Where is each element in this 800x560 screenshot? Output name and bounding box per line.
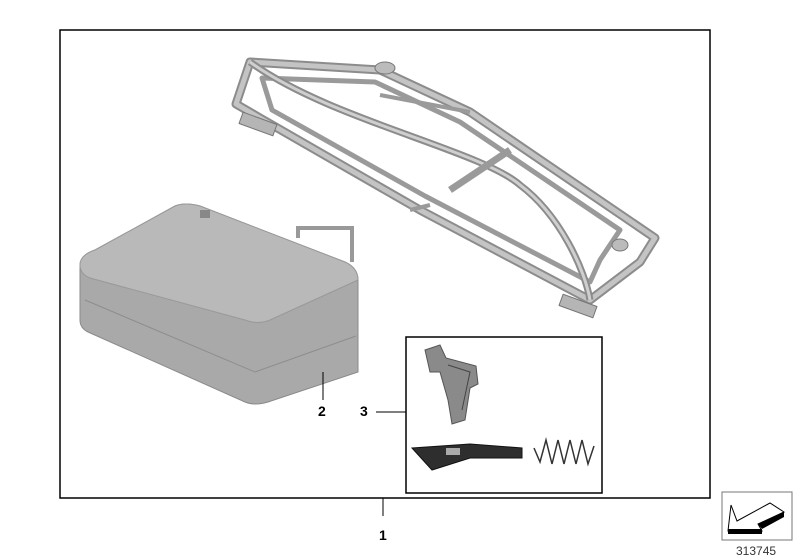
bracket-part [424, 344, 479, 425]
callout-3: 3 [360, 403, 368, 419]
main-assembly-frame [59, 29, 711, 499]
callout-2: 2 [318, 403, 326, 419]
callout-1: 1 [379, 527, 387, 543]
arrow-left-down-icon [721, 491, 793, 541]
storage-bag [79, 203, 359, 405]
repair-kit-inset-frame [405, 336, 603, 494]
spring-part [533, 437, 595, 467]
diagram-number: 313745 [736, 544, 777, 558]
wind-deflector-frame [231, 57, 660, 319]
pin-part [410, 443, 523, 471]
